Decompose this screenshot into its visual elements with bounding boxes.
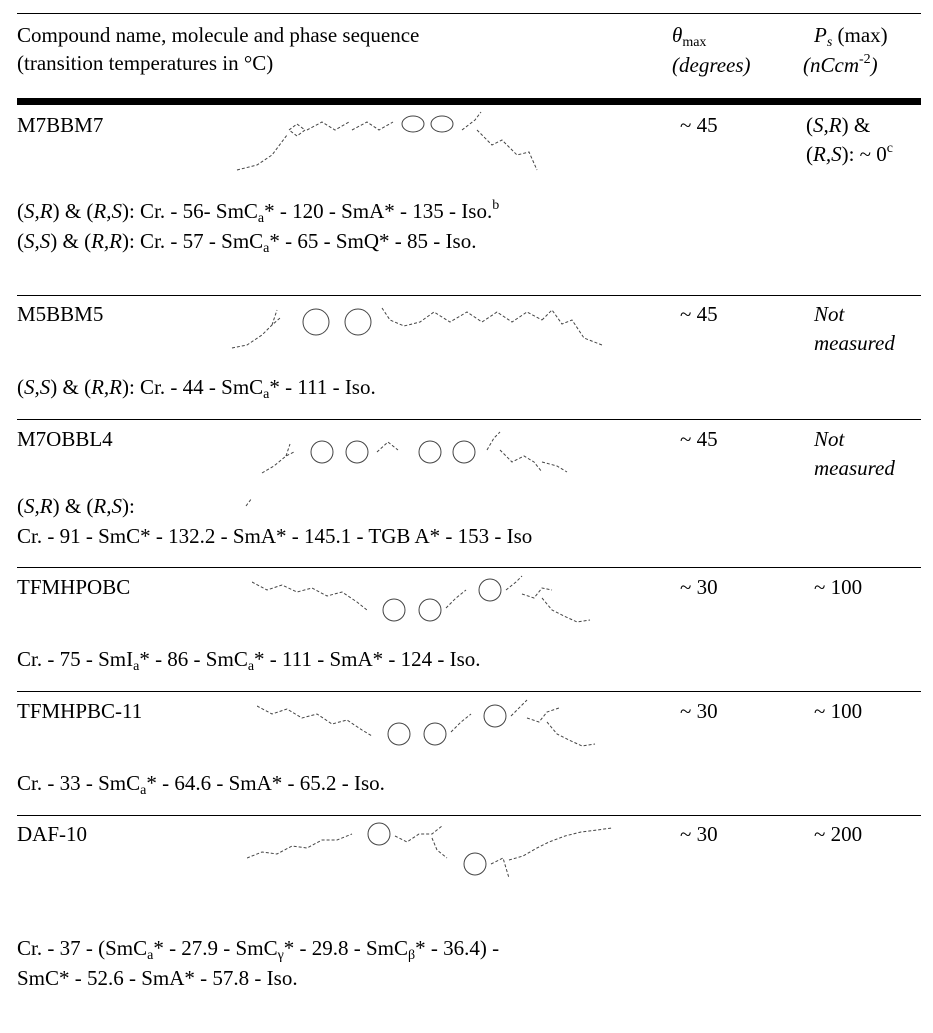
compound-name: M7OBBL4	[17, 427, 113, 451]
top-rule	[17, 13, 921, 14]
row-rule	[17, 691, 921, 692]
ps-value: ~ 100	[814, 699, 863, 723]
theta-value: ~ 30	[680, 575, 718, 599]
molecule-structure	[242, 428, 652, 508]
ps-value-line2: measured	[814, 456, 895, 480]
theta-value: ~ 30	[680, 699, 718, 723]
compound-table: Compound name, molecule and phase sequen…	[17, 0, 921, 1033]
compound-name: TFMHPBC-11	[17, 699, 143, 723]
phase-sequence: (S,R) & (R,S): Cr. - 56- SmCa* - 120 - S…	[17, 198, 500, 226]
header-ps-unit: (nCcm-2)	[803, 52, 878, 78]
header-theta-unit: (degrees)	[672, 53, 751, 77]
molecule-structure	[247, 820, 667, 900]
molecule-structure	[257, 694, 647, 764]
molecule-structure	[222, 300, 652, 355]
theta-value: ~ 30	[680, 822, 718, 846]
phase-sequence: SmC* - 52.6 - SmA* - 57.8 - Iso.	[17, 966, 298, 990]
theta-value: ~ 45	[680, 427, 718, 451]
header-col1-line1: Compound name, molecule and phase sequen…	[17, 23, 420, 47]
phase-sequence: Cr. - 75 - SmIa* - 86 - SmCa* - 111 - Sm…	[17, 647, 481, 674]
molecule-structure-tail	[457, 110, 637, 185]
ps-value-line2: measured	[814, 331, 895, 355]
compound-name: M5BBM5	[17, 302, 104, 326]
theta-value: ~ 45	[680, 113, 718, 137]
header-theta: θmax	[672, 23, 707, 50]
ps-value-line1: (S,R) &	[806, 113, 871, 137]
phase-sequence: Cr. - 33 - SmCa* - 64.6 - SmA* - 65.2 - …	[17, 771, 385, 798]
row-rule	[17, 295, 921, 296]
phase-sequence: (S,S) & (R,R): Cr. - 44 - SmCa* - 111 - …	[17, 375, 376, 402]
compound-name: DAF-10	[17, 822, 88, 846]
header-rule	[17, 98, 921, 105]
theta-value: ~ 45	[680, 302, 718, 326]
row-rule	[17, 419, 921, 420]
molecule-structure	[252, 570, 647, 640]
ps-value-line1: Not	[814, 427, 845, 451]
ps-value: ~ 200	[814, 822, 863, 846]
phase-sequence: Cr. - 91 - SmC* - 132.2 - SmA* - 145.1 -…	[17, 524, 533, 548]
row-rule	[17, 567, 921, 568]
row-rule	[17, 815, 921, 816]
phase-sequence: (S,S) & (R,R): Cr. - 57 - SmCa* - 65 - S…	[17, 229, 477, 256]
compound-name: TFMHPOBC	[17, 575, 131, 599]
header-col1-line2: (transition temperatures in °C)	[17, 51, 274, 75]
phase-sequence: (S,R) & (R,S):	[17, 494, 135, 518]
compound-name: M7BBM7	[17, 113, 104, 137]
molecule-structure	[217, 110, 467, 185]
ps-value: ~ 100	[814, 575, 863, 599]
ps-value-line2: (R,S): ~ 0c	[806, 141, 893, 167]
ps-value-line1: Not	[814, 302, 845, 326]
phase-sequence: Cr. - 37 - (SmCa* - 27.9 - SmCγ* - 29.8 …	[17, 936, 500, 963]
header-ps: Ps (max)	[814, 23, 888, 50]
